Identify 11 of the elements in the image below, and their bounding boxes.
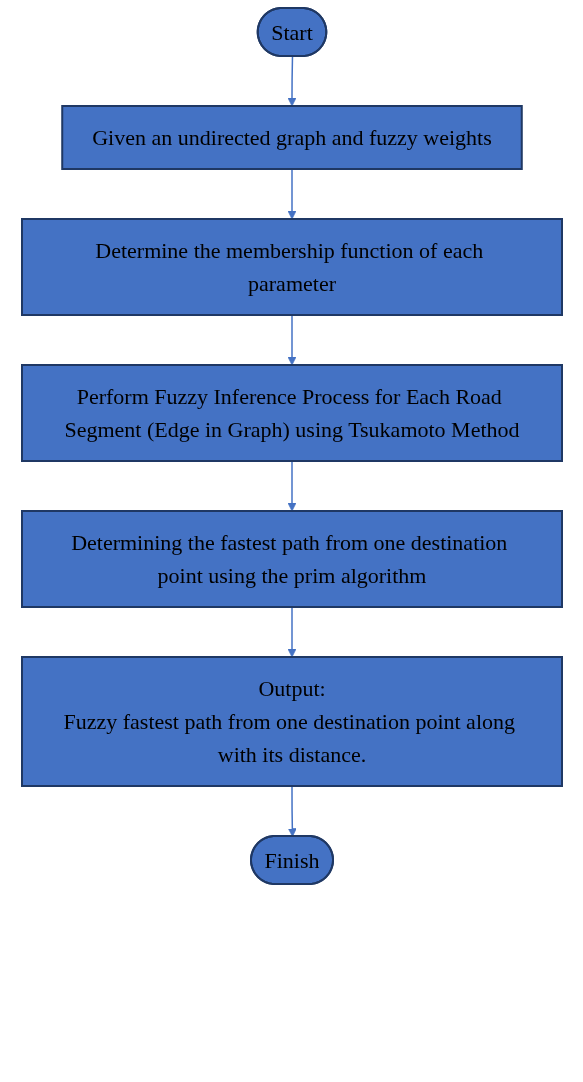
arrow [287, 785, 297, 837]
arrow [287, 168, 296, 220]
arrow [287, 606, 296, 658]
arrow [287, 314, 296, 366]
node-box: Output: Fuzzy fastest path from one destination point along with its distance. [20, 656, 563, 787]
arrow [287, 55, 296, 107]
node-box: Determining the fastest path from one destination point using the prim algorithm [20, 510, 563, 608]
arrow [287, 460, 296, 512]
node-box: Perform Fuzzy Inference Process for Each Road Segment (Edge in Graph) using Tsukamoto Method [20, 364, 563, 462]
node-box: Determine the membership function of each parameter [20, 218, 563, 316]
node-box: Given an undirected graph and fuzzy weights [60, 105, 523, 170]
